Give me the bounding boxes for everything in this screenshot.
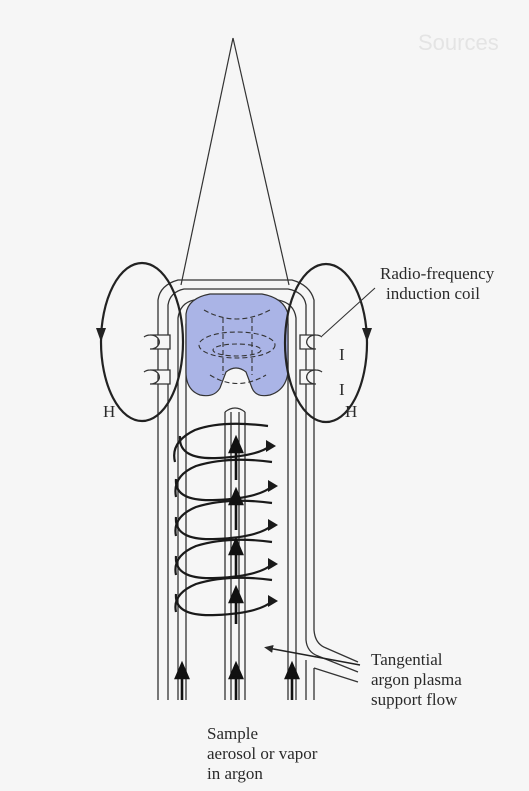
torch-tubes	[158, 395, 358, 700]
h-label-left: H	[103, 402, 115, 422]
tangential-swirl	[174, 424, 272, 615]
plasma-fireball	[186, 294, 288, 396]
h-label-right: H	[345, 402, 357, 422]
coil-label-line-2: induction coil	[386, 284, 494, 304]
coil-label: Radio-frequency induction coil	[380, 264, 494, 304]
coil-turns-left	[144, 335, 170, 384]
sample-label: Sample aerosol or vapor in argon	[207, 724, 317, 784]
sample-line-2: aerosol or vapor	[207, 744, 317, 764]
current-label-upper: I	[339, 345, 345, 365]
swirl-arrowheads	[266, 440, 278, 607]
coil-label-line-1: Radio-frequency	[380, 264, 494, 284]
sample-line-1: Sample	[207, 724, 317, 744]
upward-flow-arrows	[176, 438, 298, 700]
coil-turns-right	[300, 335, 322, 384]
tangential-flow-label: Tangential argon plasma support flow	[371, 650, 462, 710]
tangential-line-2: argon plasma	[371, 670, 462, 690]
tangential-line-1: Tangential	[371, 650, 462, 670]
current-label-lower: I	[339, 380, 345, 400]
tangential-line-3: support flow	[371, 690, 462, 710]
sample-line-3: in argon	[207, 764, 317, 784]
flame-cone	[181, 38, 289, 285]
